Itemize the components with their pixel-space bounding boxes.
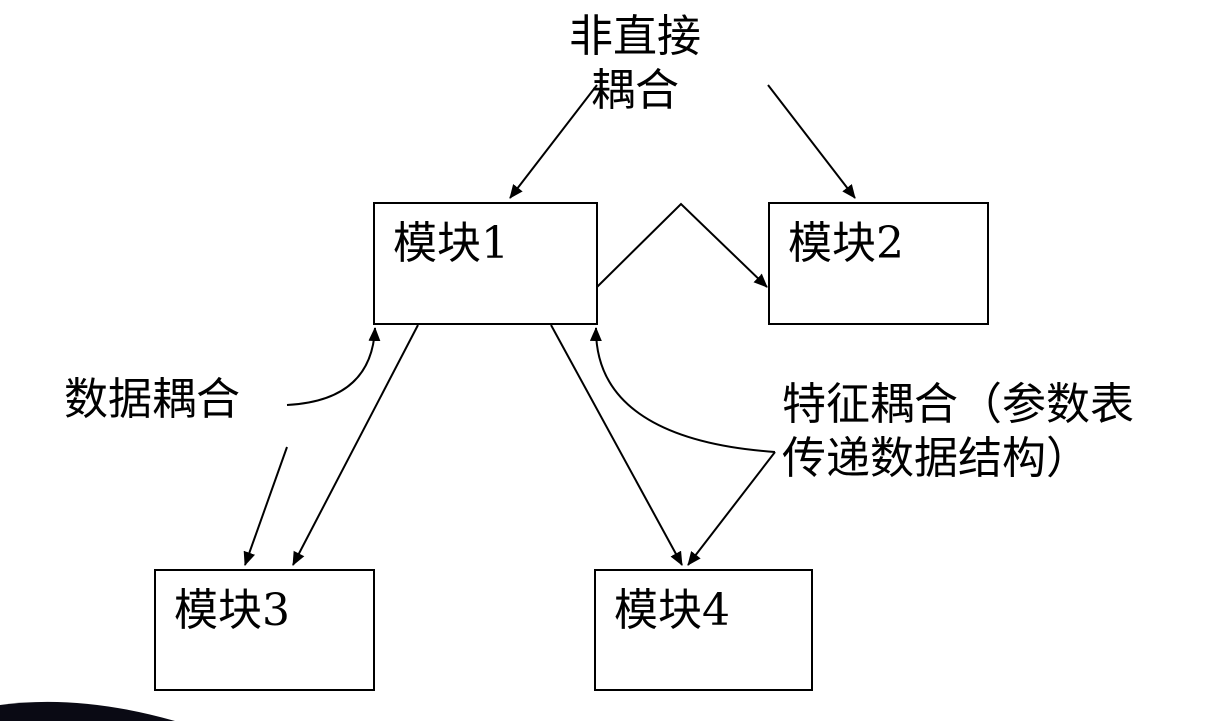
module-4-box: 模块4 [594,569,813,691]
module-4-label: 模块4 [614,585,730,636]
stamp-coupling-line1: 特征耦合（参数表 [782,379,1134,430]
arrow-indirect-to-module2 [767,84,856,199]
curve-stamp-coupling [589,327,776,453]
module-2-label: 模块2 [788,218,904,269]
curve-data-coupling [286,327,381,406]
stamp-coupling-line2: 传递数据结构） [782,433,1090,484]
arrow-module1-to-module4 [550,324,683,566]
indirect-coupling-label: 非直接 耦合 [555,10,715,118]
arrow-indirect-to-module1 [509,84,598,199]
indirect-coupling-line1: 非直接 [569,11,701,62]
module-1-box: 模块1 [373,202,598,325]
arrow-module1-to-module3 [292,324,419,566]
module-3-label: 模块3 [174,585,290,636]
module-2-box: 模块2 [768,202,989,325]
arrow-stamp-to-module4 [687,451,776,566]
arrow-data-to-module3 [243,446,288,566]
stamp-coupling-label: 特征耦合（参数表 传递数据结构） [782,378,1134,486]
indirect-coupling-line2: 耦合 [591,65,679,116]
module-3-box: 模块3 [154,569,375,691]
zigzag-module1-module2 [583,202,768,301]
corner-accent-shape [0,701,175,721]
data-coupling-label: 数据耦合 [64,374,240,425]
module-1-label: 模块1 [393,218,509,269]
